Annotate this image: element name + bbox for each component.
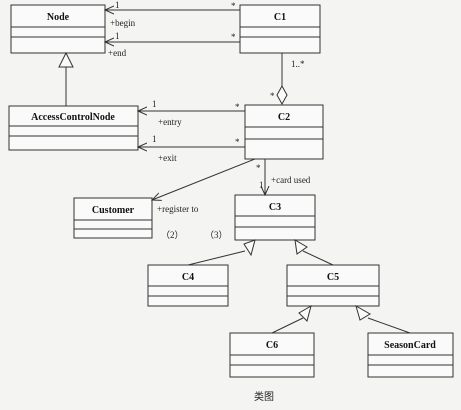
assoc-c2-acn-entry: 1 * +entry xyxy=(138,99,245,127)
mult-c3-card: 1 xyxy=(259,180,264,190)
class-c1-name: C1 xyxy=(274,12,286,23)
role-register-to: +register to xyxy=(157,204,199,214)
class-c5-name: C5 xyxy=(327,272,339,283)
generalization-c6-c5 xyxy=(271,304,312,334)
class-customer: Customer xyxy=(73,197,153,239)
class-season-card: SeasonCard xyxy=(367,332,454,378)
mult-node-end: 1 xyxy=(115,31,120,41)
assoc-c2-c3: * 1 +card used xyxy=(256,159,311,195)
class-c1: C1 xyxy=(239,4,321,54)
class-c3-name: C3 xyxy=(269,202,281,213)
class-c2-name: C2 xyxy=(278,112,290,123)
class-c4: C4 xyxy=(147,264,229,307)
mult-c2-exit: * xyxy=(235,137,240,147)
assoc-c2-customer: +register to xyxy=(152,158,256,214)
class-access-control-node-name: AccessControlNode xyxy=(31,112,115,123)
class-c4-name: C4 xyxy=(182,272,194,283)
assoc-c1-node-end: 1 * +end xyxy=(105,31,240,58)
class-node: Node xyxy=(10,4,106,54)
mult-c1-begin: * xyxy=(231,1,236,11)
role-end: +end xyxy=(108,48,127,58)
generalization-acn-node xyxy=(58,51,74,106)
class-c3: C3 xyxy=(234,194,316,241)
generalization-c4-c3 xyxy=(187,239,256,266)
mult-c1-end: * xyxy=(231,32,236,42)
role-card-used: +card used xyxy=(271,175,311,185)
generalization-seasoncard-c5 xyxy=(355,304,411,334)
class-c2: C2 xyxy=(244,104,324,160)
assoc-c1-node-begin: 1 * +begin xyxy=(105,0,240,28)
role-exit: +exit xyxy=(158,153,177,163)
class-node-name: Node xyxy=(47,12,70,23)
mult-acn-exit: 1 xyxy=(152,134,157,144)
class-c5: C5 xyxy=(286,264,380,307)
figure-caption: 类图 xyxy=(254,390,274,403)
mult-c2-entry: * xyxy=(235,102,240,112)
mult-c2-card: * xyxy=(256,163,261,173)
aggregation-c1-c2: 1..* * xyxy=(270,53,305,106)
class-c6: C6 xyxy=(229,332,315,378)
role-entry: +entry xyxy=(158,117,182,127)
blank-3: （3） xyxy=(205,230,228,240)
mult-c1-agg: 1..* xyxy=(291,59,305,69)
mult-node-begin: 1 xyxy=(115,0,120,10)
generalization-c5-c3 xyxy=(294,239,334,266)
class-customer-name: Customer xyxy=(92,205,135,216)
class-access-control-node: AccessControlNode xyxy=(8,105,139,151)
class-c6-name: C6 xyxy=(266,340,278,351)
mult-acn-entry: 1 xyxy=(152,99,157,109)
class-season-card-name: SeasonCard xyxy=(384,340,436,351)
mult-c2-agg: * xyxy=(270,91,275,101)
assoc-c2-acn-exit: 1 * +exit xyxy=(138,134,245,163)
blank-2: （2） xyxy=(161,230,184,240)
role-begin: +begin xyxy=(110,18,136,28)
